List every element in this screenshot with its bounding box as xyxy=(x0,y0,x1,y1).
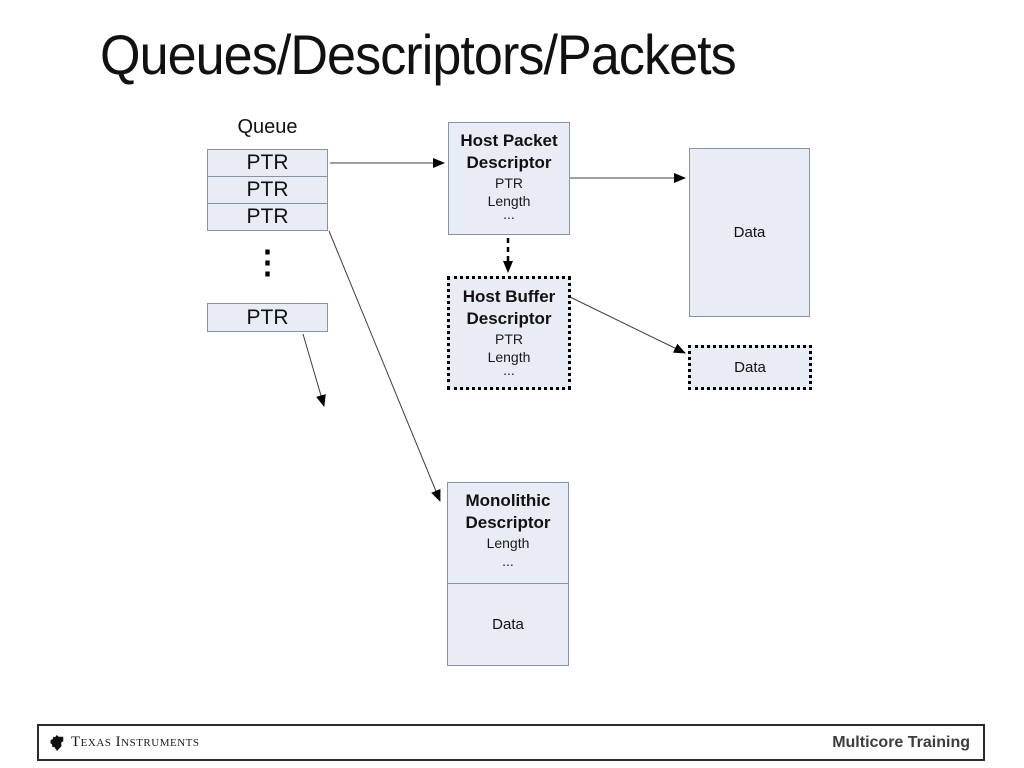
monolithic-descriptor-data-section: Data xyxy=(448,583,568,665)
host-packet-descriptor-field-more: ... xyxy=(503,206,515,223)
arrow-queue-last-ptr-down xyxy=(302,333,326,407)
host-buffer-descriptor-field-more: ... xyxy=(503,362,515,379)
host-buffer-descriptor-title: Host Buffer Descriptor xyxy=(462,287,556,328)
queue-entry-ptr-1: PTR xyxy=(207,149,328,177)
host-packet-descriptor-title: Host Packet Descriptor xyxy=(460,131,558,172)
monolithic-descriptor-data-label: Data xyxy=(492,616,524,633)
queue-label: Queue xyxy=(237,116,298,138)
host-buffer-descriptor-field-length: Length xyxy=(487,348,531,365)
host-packet-descriptor-field-length: Length xyxy=(487,192,531,209)
host-buffer-descriptor-field-ptr: PTR xyxy=(495,330,523,347)
queue-entry-ptr-3: PTR xyxy=(207,203,328,231)
data-box-large: Data xyxy=(689,148,810,317)
data-box-large-label: Data xyxy=(733,224,766,241)
data-box-small: Data xyxy=(688,345,812,390)
host-packet-descriptor-field-ptr: PTR xyxy=(495,174,523,191)
queue-ellipsis-icon: ⋮ xyxy=(251,244,284,280)
arrow-queue-to-monolithic-descriptor xyxy=(328,230,441,502)
monolithic-descriptor-field-length: Length xyxy=(486,534,530,551)
monolithic-descriptor-box: Monolithic Descriptor Length ... Data xyxy=(447,482,569,666)
training-label: Multicore Training xyxy=(832,733,970,751)
texas-instruments-logo-icon xyxy=(50,734,64,751)
monolithic-descriptor-title: Monolithic Descriptor xyxy=(465,491,551,532)
brand-name: Texas Instruments xyxy=(71,734,200,750)
queue-entry-ptr-last: PTR xyxy=(207,303,328,332)
host-packet-descriptor-box: Host Packet Descriptor PTR Length ... xyxy=(448,122,570,235)
footer-bar: Texas Instruments Multicore Training xyxy=(37,724,985,761)
page-title: Queues/Descriptors/Packets xyxy=(100,23,737,86)
data-box-small-label: Data xyxy=(734,359,766,376)
queue-entry-ptr-2: PTR xyxy=(207,176,328,204)
arrow-host-buffer-to-data xyxy=(569,296,686,354)
host-buffer-descriptor-box: Host Buffer Descriptor PTR Length ... xyxy=(447,276,571,390)
brand-block: Texas Instruments xyxy=(50,734,199,751)
monolithic-descriptor-field-more: ... xyxy=(502,552,514,569)
